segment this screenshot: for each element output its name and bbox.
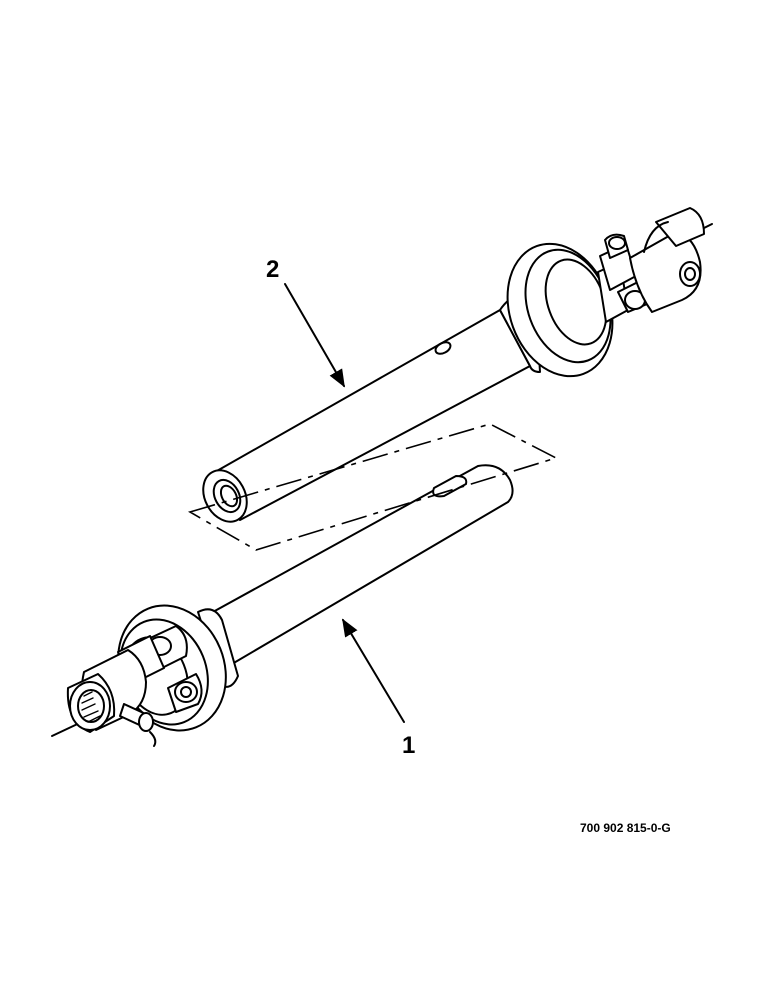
callout-2: 2 xyxy=(266,256,345,388)
alignment-dashed-outline xyxy=(187,423,559,551)
callout-1-label: 1 xyxy=(402,732,415,759)
inner-half-shaft xyxy=(51,464,514,747)
outer-half-shaft xyxy=(202,207,713,523)
callout-1: 1 xyxy=(342,618,415,759)
callout-2-label: 2 xyxy=(266,256,279,283)
figure-part-number: 700 902 815-0-G xyxy=(580,821,671,835)
